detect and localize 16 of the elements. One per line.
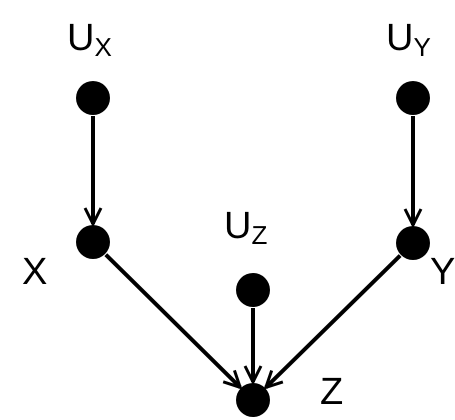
node-dot (396, 226, 430, 260)
node-label: U$_{X}$ (67, 18, 112, 64)
node-dot (396, 81, 430, 115)
node-dot (76, 81, 110, 115)
node-dot (236, 273, 270, 307)
arrow (404, 116, 422, 226)
arrow (104, 253, 242, 389)
node-dot (236, 383, 270, 417)
node-label: X (22, 252, 48, 292)
node-dot (76, 225, 110, 259)
node-label: U$_{Y}$ (386, 18, 431, 64)
arrow (244, 308, 262, 384)
node-label: Z (320, 372, 344, 412)
node-label: Y (430, 252, 455, 292)
node-label: U$_{Z}$ (224, 206, 268, 252)
arrow (84, 116, 102, 226)
